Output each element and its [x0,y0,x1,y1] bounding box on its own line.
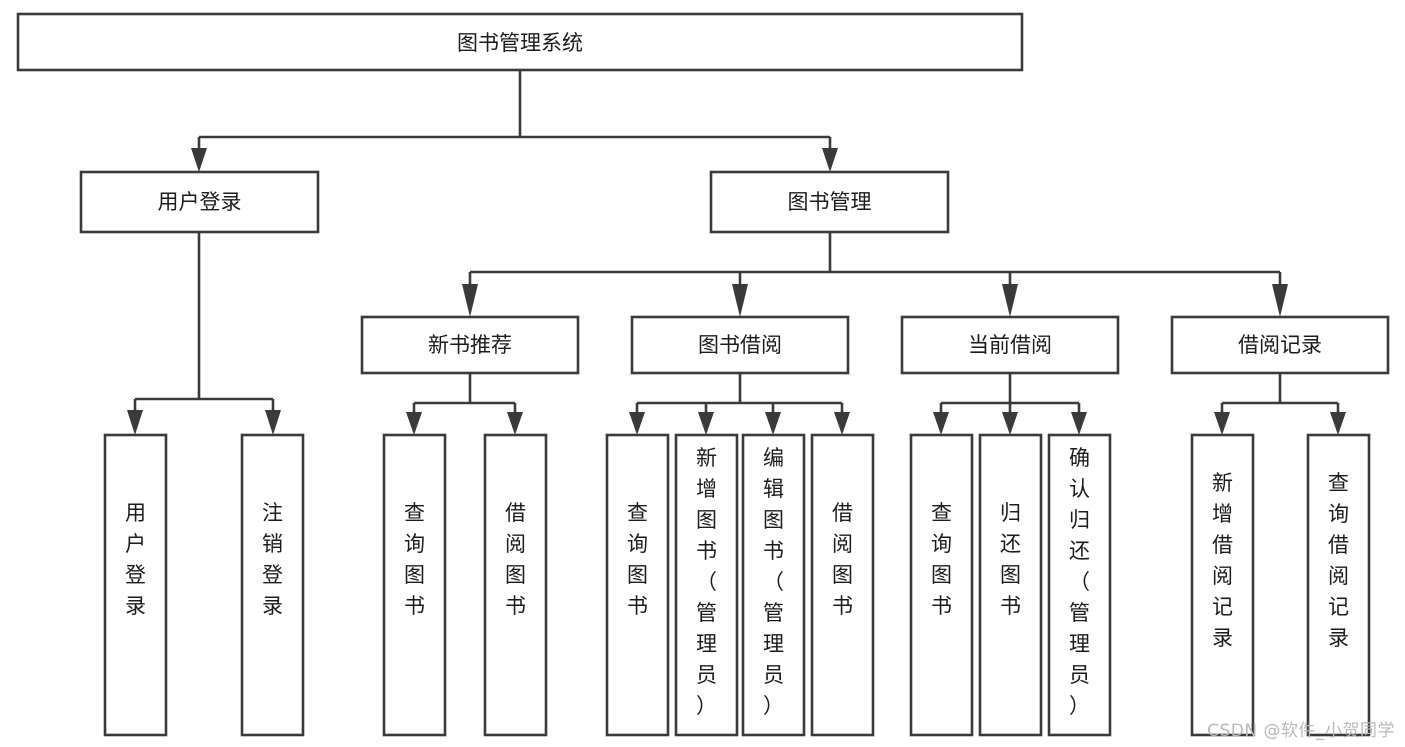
node-current-borrow[interactable]: 当前借阅 [900,315,1120,375]
node-current-borrow-box [900,315,1120,375]
connectors-records-to-leaves [1214,373,1346,435]
leaf-node-add-book-label: 新增图书（管理员） [696,446,717,718]
arrow-head-icon [462,284,478,317]
node-book-borrow-box [630,315,850,375]
leaf-node-logout-box [240,433,305,737]
leaf-node-confirm-return-label: 确认归还（管理员） [1069,446,1090,718]
arrow-head-icon [1002,412,1018,435]
node-root-system-box [16,12,1024,72]
node-borrow-records[interactable]: 借阅记录 [1170,315,1390,375]
leaf-node-query-book-current-label: 查询图书 [931,501,952,618]
node-book-borrow[interactable]: 图书借阅 [630,315,850,375]
node-book-borrow-label: 图书借阅 [698,333,782,357]
node-new-book-recommend-label: 新书推荐 [428,333,512,357]
leaf-node-query-book-newbook-box [382,433,447,737]
leaf-node-add-borrow-record[interactable]: 新增借阅记录 [1190,433,1255,737]
leaf-node-user-login-box [103,433,168,737]
arrow-head-icon [1002,284,1018,317]
node-book-management-label: 图书管理 [788,190,872,214]
leaf-node-return-book-label: 归还图书 [1000,501,1021,618]
leaf-node-confirm-return[interactable]: 确认归还（管理员） [1047,433,1112,737]
node-user-login-label: 用户登录 [158,190,242,214]
leaf-node-borrow-book-box [810,433,875,737]
leaf-node-add-book[interactable]: 新增图书（管理员） [674,433,739,737]
node-user-login-box [79,170,320,234]
arrow-head-icon [629,412,645,435]
node-borrow-records-box [1170,315,1390,375]
leaf-node-query-book-newbook-label: 查询图书 [404,501,425,618]
leaf-node-return-book[interactable]: 归还图书 [978,433,1043,737]
arrow-head-icon [732,284,748,317]
leaf-node-logout[interactable]: 注销登录 [240,433,305,737]
connectors-root-to-level2 [191,70,838,172]
arrow-head-icon [1214,412,1230,435]
leaf-node-query-borrow-record-label: 查询借阅记录 [1328,471,1349,650]
node-root-system-label: 图书管理系统 [457,31,583,55]
leaf-node-borrow-book-label: 借阅图书 [832,501,853,618]
leaf-node-return-book-box [978,433,1043,737]
arrow-head-icon [406,412,422,435]
arrow-head-icon [265,410,281,435]
connectors-newbook-to-leaves [406,373,523,435]
leaf-node-logout-label: 注销登录 [262,501,283,618]
leaf-node-add-book-box [674,433,739,737]
arrow-head-icon [698,412,714,435]
node-user-login[interactable]: 用户登录 [79,170,320,234]
leaf-node-confirm-return-box [1047,433,1112,737]
arrow-head-icon [933,412,949,435]
leaf-node-user-login[interactable]: 用户登录 [103,433,168,737]
arrow-head-icon [127,410,143,435]
leaf-node-user-login-label: 用户登录 [125,501,146,618]
connectors-borrow-to-leaves [629,373,850,435]
arrow-head-icon [1071,412,1087,435]
connectors-bookmgmt-to-level3 [462,232,1288,317]
leaf-node-query-book-newbook[interactable]: 查询图书 [382,433,447,737]
leaf-node-query-borrow-record[interactable]: 查询借阅记录 [1306,433,1371,737]
arrow-head-icon [1272,284,1288,317]
arrow-head-icon [834,412,850,435]
connectors-current-to-leaves [933,373,1087,435]
node-new-book-recommend[interactable]: 新书推荐 [360,315,580,375]
node-current-borrow-label: 当前借阅 [968,333,1052,357]
leaf-node-query-book-borrow-label: 查询图书 [627,501,648,618]
node-root-system[interactable]: 图书管理系统 [16,12,1024,72]
leaf-node-query-book-borrow[interactable]: 查询图书 [605,433,670,737]
leaf-node-borrow-book-newbook[interactable]: 借阅图书 [483,433,548,737]
leaf-node-query-borrow-record-box [1306,433,1371,737]
node-new-book-recommend-box [360,315,580,375]
leaf-node-borrow-book-newbook-label: 借阅图书 [505,501,526,618]
leaf-node-query-book-borrow-box [605,433,670,737]
arrow-head-icon [822,148,838,172]
node-book-management[interactable]: 图书管理 [709,170,950,234]
leaf-node-add-borrow-record-box [1190,433,1255,737]
arrow-head-icon [765,412,781,435]
arrow-head-icon [507,412,523,435]
leaf-node-edit-book[interactable]: 编辑图书（管理员） [741,433,806,737]
node-borrow-records-label: 借阅记录 [1238,333,1322,357]
arrow-head-icon [191,148,207,172]
connectors-userlogin-to-leaves [127,232,281,435]
leaf-node-query-book-current[interactable]: 查询图书 [909,433,974,737]
leaf-node-add-borrow-record-label: 新增借阅记录 [1212,471,1233,650]
leaf-node-edit-book-box [741,433,806,737]
node-book-management-box [709,170,950,234]
leaf-node-borrow-book-newbook-box [483,433,548,737]
leaf-node-borrow-book[interactable]: 借阅图书 [810,433,875,737]
leaf-node-edit-book-label: 编辑图书（管理员） [763,446,784,718]
arrow-head-icon [1330,412,1346,435]
leaf-node-query-book-current-box [909,433,974,737]
